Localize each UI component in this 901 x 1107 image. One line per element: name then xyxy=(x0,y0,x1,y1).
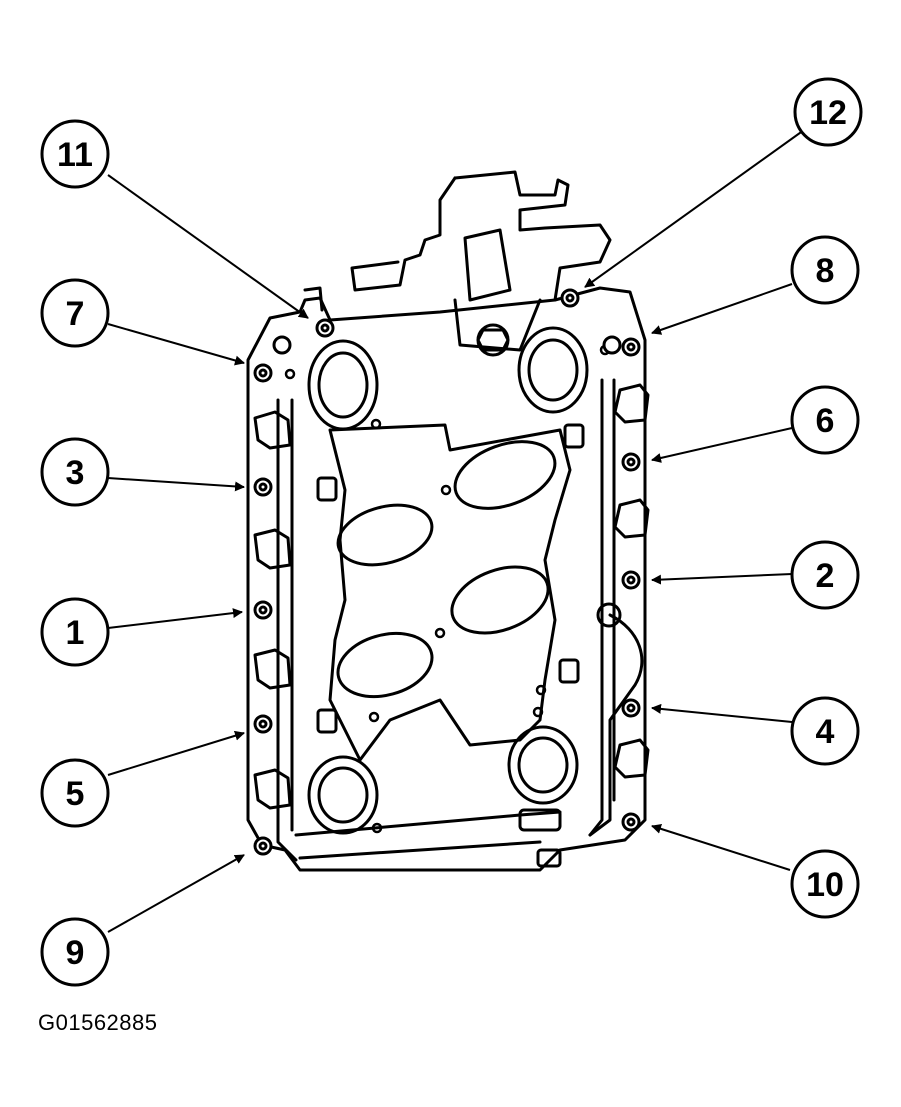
callout-10-label: 10 xyxy=(806,866,844,904)
bolt-hole-11 xyxy=(315,318,335,338)
callout-6: 6 xyxy=(790,385,860,455)
intake-manifold xyxy=(246,170,650,872)
port-top-right xyxy=(517,326,589,414)
bolt-hole-9 xyxy=(253,836,273,856)
callout-3: 3 xyxy=(40,437,110,507)
right-rail xyxy=(588,378,604,837)
left-rail xyxy=(276,398,298,862)
callout-9-label: 9 xyxy=(66,934,85,972)
leader-8 xyxy=(651,283,793,335)
bolt-hole-6 xyxy=(621,452,641,472)
leader-1 xyxy=(107,608,243,629)
sensor xyxy=(596,602,622,628)
bolt-hole-10 xyxy=(621,812,641,832)
callout-9: 9 xyxy=(40,917,110,987)
leader-6 xyxy=(651,427,793,463)
leader-lines xyxy=(107,129,805,933)
leader-9 xyxy=(107,854,245,933)
bolt-hole-1 xyxy=(253,600,273,620)
leader-10 xyxy=(651,823,791,871)
leader-5 xyxy=(107,730,245,776)
callout-5: 5 xyxy=(40,758,110,828)
callout-11-label: 11 xyxy=(57,136,93,174)
bolt-hole-8 xyxy=(621,337,641,357)
bolt-hole-4 xyxy=(621,698,641,718)
callout-7-label: 7 xyxy=(66,295,85,333)
callout-8: 8 xyxy=(790,235,860,305)
callouts: 1 2 3 4 5 6 7 8 xyxy=(40,77,863,987)
callout-6-label: 6 xyxy=(816,402,835,440)
callout-8-label: 8 xyxy=(816,252,835,290)
callout-5-label: 5 xyxy=(66,775,85,813)
runner-4 xyxy=(336,631,434,699)
bolt-hole-3 xyxy=(253,477,273,497)
gasket-holes xyxy=(284,344,611,834)
leader-2 xyxy=(651,573,793,585)
injector-bosses-right xyxy=(613,383,650,779)
runner-3 xyxy=(450,565,550,635)
leader-12 xyxy=(584,129,805,288)
port-bottom-left xyxy=(307,755,379,835)
injector-bosses-left xyxy=(253,410,292,810)
callout-3-label: 3 xyxy=(66,454,85,492)
figure-id: G01562885 xyxy=(38,1010,158,1035)
bolt-hole-12 xyxy=(560,288,580,308)
callout-2-label: 2 xyxy=(816,557,835,595)
callout-7: 7 xyxy=(40,278,110,348)
thermostat-housing xyxy=(350,170,612,357)
callout-12: 12 xyxy=(793,77,863,147)
bolt-holes xyxy=(253,288,641,856)
leader-7 xyxy=(107,323,245,366)
sensor-wire xyxy=(588,613,644,837)
callout-1: 1 xyxy=(40,597,110,667)
runner-2 xyxy=(336,503,434,567)
bolt-hole-5 xyxy=(253,714,273,734)
callout-4-label: 4 xyxy=(816,713,835,751)
runner-1 xyxy=(453,440,557,510)
port-bottom-right xyxy=(507,725,579,805)
callout-1-label: 1 xyxy=(66,614,85,652)
leader-3 xyxy=(107,477,245,492)
bolt-hole-2 xyxy=(621,570,641,590)
gasket-lattice xyxy=(328,423,572,762)
leader-11 xyxy=(107,174,309,319)
bolt-hole-7 xyxy=(253,363,273,383)
callout-2: 2 xyxy=(790,540,860,610)
callout-11: 11 xyxy=(40,119,110,189)
callout-4: 4 xyxy=(790,696,860,766)
callout-12-label: 12 xyxy=(809,94,847,132)
leader-4 xyxy=(651,703,793,723)
callout-10: 10 xyxy=(790,849,860,919)
